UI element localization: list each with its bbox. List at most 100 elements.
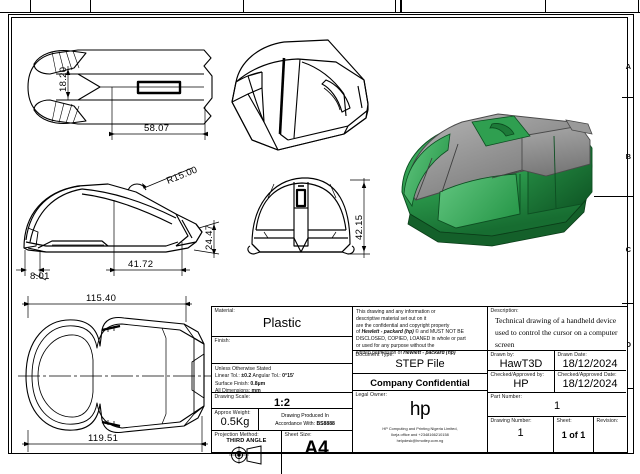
- notice-line-7-em: Hewlett - packard (hp): [403, 349, 456, 356]
- title-block-column-specs: Material: Plastic Finish: Unless Otherwi…: [212, 307, 353, 474]
- third-angle-projection-symbol: [228, 445, 261, 465]
- standard-label: Accordance With:: [275, 420, 316, 427]
- units-value: mm: [251, 388, 261, 395]
- zone-letter-d: D: [625, 340, 631, 349]
- material-cell: Material: Plastic: [212, 307, 352, 337]
- dim-r15-00: R15.00: [165, 164, 199, 186]
- description-line-3: screen: [495, 339, 515, 349]
- zone-letter-b: B: [625, 152, 631, 161]
- surface-finish-label: Surface Finish:: [215, 380, 249, 387]
- standard-cell: Drawing Produced In Accordance With: BS8…: [259, 409, 351, 430]
- notice-line-6: or used for any purpose without the: [356, 342, 435, 349]
- notice-line-1: This drawing and any information or: [356, 309, 436, 315]
- checked-by-value: HP: [513, 378, 529, 391]
- drawn-by-label: Drawn by:: [490, 351, 515, 358]
- checked-date-cell: Checked/Approved Date: 18/12/2024: [555, 371, 625, 392]
- description-cell: Description: Technical drawing of a hand…: [488, 307, 626, 351]
- sheet-of-value: 1 of 1: [561, 430, 586, 441]
- projection-sheetsize-row: Projection Method: THIRD ANGLE: [212, 431, 352, 474]
- document-type-value: STEP File: [395, 358, 445, 371]
- projection-method-value: THIRD ANGLE: [226, 438, 267, 445]
- checked-date-value: 18/12/2024: [562, 378, 618, 391]
- drawn-date-label: Drawn Date:: [557, 351, 587, 358]
- drawing-number-row: Drawing Number: 1 Sheet: 1 of 1 Revision…: [488, 417, 626, 452]
- dim-119-51: 119.51: [88, 433, 118, 444]
- drawn-row: Drawn by: HawT3D Drawn Date: 18/12/2024: [488, 351, 626, 371]
- approx-weight-cell: Approx Weight: 0.5Kg: [212, 409, 259, 430]
- dim-18-20: 18.20: [58, 67, 69, 92]
- dim-41-72: 41.72: [128, 259, 153, 270]
- document-type-label: Document Type:: [355, 351, 394, 358]
- tolerances-cell: Unless Otherwise Stated Linear Tol.: ±0.…: [212, 364, 352, 395]
- weight-standard-row: Approx Weight: 0.5Kg Drawing Produced In…: [212, 409, 352, 431]
- drawing-number-value: 1: [517, 427, 524, 440]
- tolerance-heading: Unless Otherwise Stated: [215, 366, 272, 372]
- description-label: Description:: [490, 307, 519, 314]
- finish-label: Finish:: [214, 337, 231, 344]
- drawing-number-cell: Drawing Number: 1: [488, 417, 554, 452]
- confidentiality-notice-cell: This drawing and any information or desc…: [353, 307, 487, 356]
- sheet-size-value: A4: [304, 438, 329, 460]
- drawn-date-value: 18/12/2024: [562, 358, 618, 371]
- standard-value: BS8888: [316, 420, 335, 427]
- angular-tol-value: 0°15': [282, 373, 295, 380]
- sheet-of-label: Sheet:: [556, 417, 572, 424]
- dim-42-15: 42.15: [354, 215, 365, 240]
- zone-letter-c: C: [625, 245, 631, 254]
- classification-value: Company Confidential: [370, 377, 470, 388]
- legal-owner-label: Legal Owner:: [355, 391, 387, 398]
- approx-weight-label: Approx Weight:: [214, 409, 251, 416]
- drawn-date-cell: Drawn Date: 18/12/2024: [555, 351, 625, 370]
- classification-cell: Company Confidential: [353, 374, 487, 391]
- legal-owner-cell: Legal Owner: hp HP Computing and Printin…: [353, 391, 487, 453]
- drawn-by-cell: Drawn by: HawT3D: [488, 351, 555, 370]
- sheet-of-cell: Sheet: 1 of 1: [554, 417, 594, 452]
- description-line-2: used to control the cursor on a computer: [495, 327, 618, 337]
- dim-58-07: 58.07: [144, 123, 169, 134]
- part-number-cell: Part Number: 1: [488, 393, 626, 417]
- angular-tol-label: Angular Tol.:: [252, 373, 281, 380]
- part-number-label: Part Number:: [490, 393, 522, 400]
- approx-weight-value: 0.5Kg: [220, 416, 250, 429]
- hp-address-line-3: helpdesk@hmotley.com.ng: [396, 437, 444, 443]
- finish-cell: Finish:: [212, 337, 352, 364]
- drawing-scale-label: Drawing Scale:: [214, 393, 251, 400]
- drawn-by-value: HawT3D: [499, 358, 543, 371]
- isometric-view: [218, 28, 378, 163]
- checked-by-label: Checked/Approved by:: [490, 371, 545, 378]
- sheet-border-inner: [11, 17, 628, 454]
- zone-divider-d: [622, 388, 634, 389]
- hp-address-line-1: HP Computing and Printing Nigeria Limite…: [382, 426, 458, 432]
- description-line-1: Technical drawing of a handheld device: [495, 316, 617, 326]
- title-block: Material: Plastic Finish: Unless Otherwi…: [211, 306, 628, 474]
- units-label: All Dimensions:: [215, 388, 251, 395]
- title-block-column-legal: This drawing and any information or desc…: [353, 307, 488, 452]
- linear-tol-value: ±0.2: [241, 373, 252, 380]
- drawing-number-label: Drawing Number:: [490, 417, 532, 424]
- notice-line-7-pre: written permission of: [356, 349, 404, 356]
- checked-date-label: Checked/Approved Date:: [557, 371, 617, 378]
- drawing-scale-value: 1:2: [274, 397, 290, 409]
- notice-line-5: DISCLOSED, COPIED, LOANED in whole or pa…: [356, 336, 466, 342]
- top-view: 18.20 58.07: [16, 28, 216, 146]
- checked-by-cell: Checked/Approved by: HP: [488, 371, 555, 392]
- material-value: Plastic: [262, 315, 302, 331]
- revision-cell: Revision:: [594, 417, 625, 452]
- zone-divider-c: [622, 303, 634, 304]
- document-type-cell: Document Type: STEP File: [353, 351, 487, 374]
- linear-tol-label: Linear Tol.:: [215, 373, 240, 380]
- zone-divider-a: [622, 97, 634, 98]
- projection-method-cell: Projection Method: THIRD ANGLE: [212, 431, 282, 474]
- notice-line-4-pre: of: [356, 329, 362, 336]
- dim-24-47: 24.47: [204, 225, 215, 250]
- notice-line-3: are the confidential and copyright prope…: [356, 322, 450, 329]
- dim-8-01: 8.01: [30, 271, 50, 282]
- notice-line-4-post: © and MUST NOT BE: [413, 329, 464, 336]
- sheet-size-label: Sheet Size:: [284, 431, 312, 438]
- dim-115-40: 115.40: [86, 293, 116, 304]
- sheet-size-cell: Sheet Size: A4: [282, 431, 351, 474]
- zone-letter-a: A: [625, 62, 631, 71]
- zone-number-strip: [0, 0, 640, 13]
- drawing-scale-cell: Drawing Scale: 1:2: [212, 393, 352, 409]
